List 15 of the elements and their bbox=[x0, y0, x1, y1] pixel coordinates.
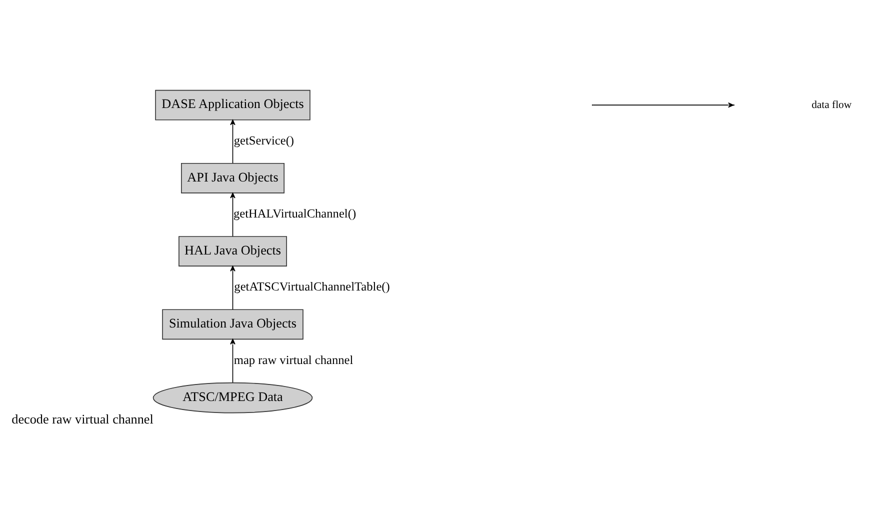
edge-label: getHALVirtualChannel() bbox=[233, 206, 356, 221]
node-label: decode raw virtual channel bbox=[12, 411, 154, 426]
node-box: Simulation Java Objects bbox=[162, 309, 304, 340]
arrow bbox=[230, 192, 236, 237]
arrow bbox=[230, 120, 236, 164]
node-ellipse: ATSC/MPEG Data bbox=[152, 382, 313, 414]
arrow bbox=[230, 266, 236, 310]
edge-label: getATSCVirtualChannelTable() bbox=[234, 280, 390, 294]
node-box: API Java Objects bbox=[181, 162, 284, 194]
arrow bbox=[230, 338, 236, 383]
node-box: DASE Application Objects bbox=[155, 90, 310, 120]
edge-label: getService() bbox=[234, 134, 294, 148]
edge-label: map raw virtual channel bbox=[234, 352, 354, 367]
legend-label: data flow bbox=[812, 98, 852, 111]
node-box: HAL Java Objects bbox=[178, 236, 287, 266]
